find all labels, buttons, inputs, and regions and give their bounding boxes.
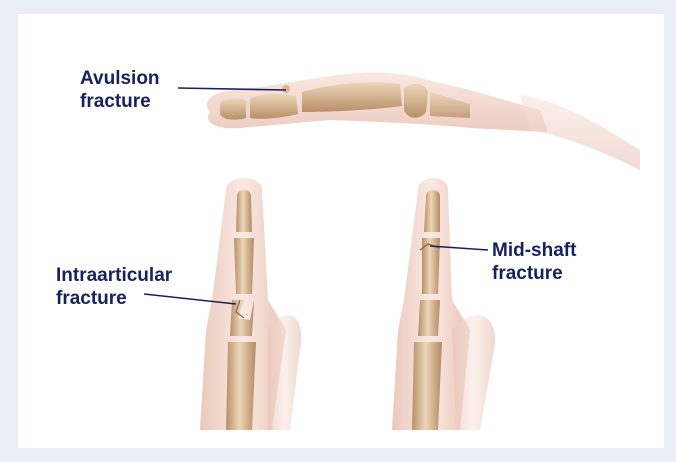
- intraarticular-label-line2: fracture: [56, 287, 172, 310]
- midshaft-label-line2: fracture: [492, 262, 576, 285]
- avulsion-label-line1: Avulsion: [80, 67, 160, 90]
- horizontal-finger: [207, 72, 640, 170]
- left-finger: [200, 178, 301, 430]
- midshaft-fracture-label: Mid-shaft fracture: [492, 239, 576, 285]
- intraarticular-fracture-label: Intraarticular fracture: [56, 264, 172, 310]
- avulsion-fragment: [282, 85, 290, 93]
- avulsion-label-line2: fracture: [80, 90, 160, 113]
- right-finger: [392, 178, 495, 430]
- avulsion-fracture-label: Avulsion fracture: [80, 67, 160, 113]
- midshaft-label-line1: Mid-shaft: [492, 239, 576, 262]
- intraarticular-label-line1: Intraarticular: [56, 264, 172, 287]
